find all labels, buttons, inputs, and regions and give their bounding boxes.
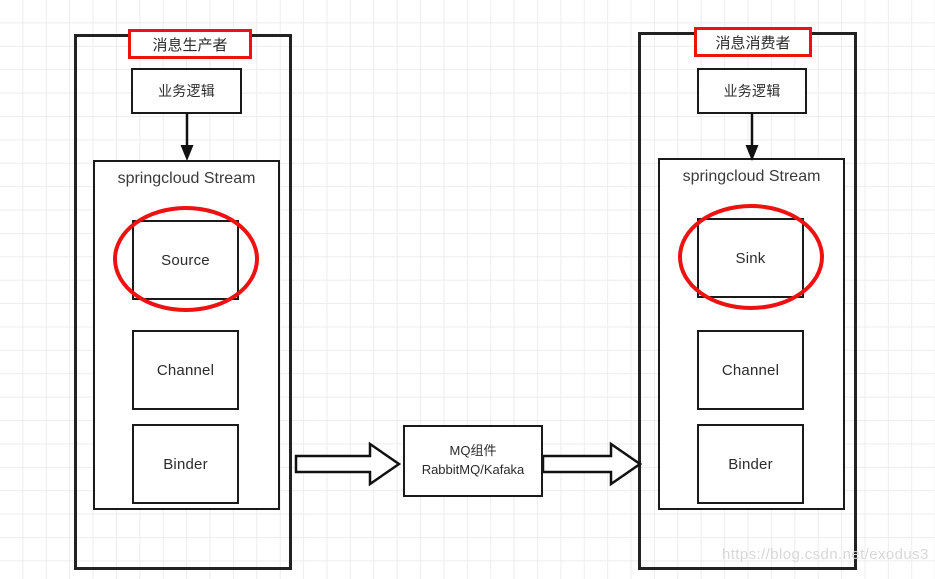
- producer-channel-label: Channel: [156, 361, 215, 379]
- producer-source-label: Source: [161, 251, 210, 269]
- producer-business-logic-box: 业务逻辑: [131, 68, 242, 114]
- producer-business-logic-label: 业务逻辑: [158, 83, 215, 99]
- consumer-channel-label: Channel: [721, 361, 780, 379]
- consumer-binder-box: Binder: [697, 424, 804, 504]
- consumer-channel-box: Channel: [697, 330, 804, 410]
- producer-header-label: 消息生产者: [128, 29, 252, 59]
- producer-source-box: Source: [132, 220, 239, 300]
- consumer-sink-box: Sink: [697, 218, 804, 298]
- consumer-business-logic-label: 业务逻辑: [723, 83, 781, 99]
- consumer-header-text: 消息消费者: [715, 34, 791, 52]
- producer-to-mq-arrow: [294, 441, 402, 487]
- mq-label-line1: MQ组件: [449, 443, 497, 459]
- producer-logic-to-stream-arrow: [180, 113, 194, 161]
- producer-binder-box: Binder: [132, 424, 239, 504]
- mq-to-consumer-arrow: [543, 441, 643, 487]
- consumer-sink-label: Sink: [735, 249, 766, 267]
- consumer-binder-label: Binder: [728, 455, 773, 473]
- producer-header-text: 消息生产者: [152, 36, 228, 54]
- consumer-stream-label: springcloud Stream: [682, 168, 821, 185]
- consumer-business-logic-box: 业务逻辑: [697, 68, 807, 114]
- producer-stream-label: springcloud Stream: [117, 170, 256, 187]
- producer-binder-label: Binder: [163, 455, 208, 473]
- watermark-text: https://blog.csdn.net/exodus3: [722, 546, 929, 563]
- consumer-logic-to-stream-arrow: [745, 113, 759, 161]
- consumer-header-label: 消息消费者: [694, 27, 812, 57]
- producer-channel-box: Channel: [132, 330, 239, 410]
- mq-label-line2: RabbitMQ/Kafaka: [421, 462, 525, 477]
- mq-middleware-box: MQ组件 RabbitMQ/Kafaka: [403, 425, 543, 497]
